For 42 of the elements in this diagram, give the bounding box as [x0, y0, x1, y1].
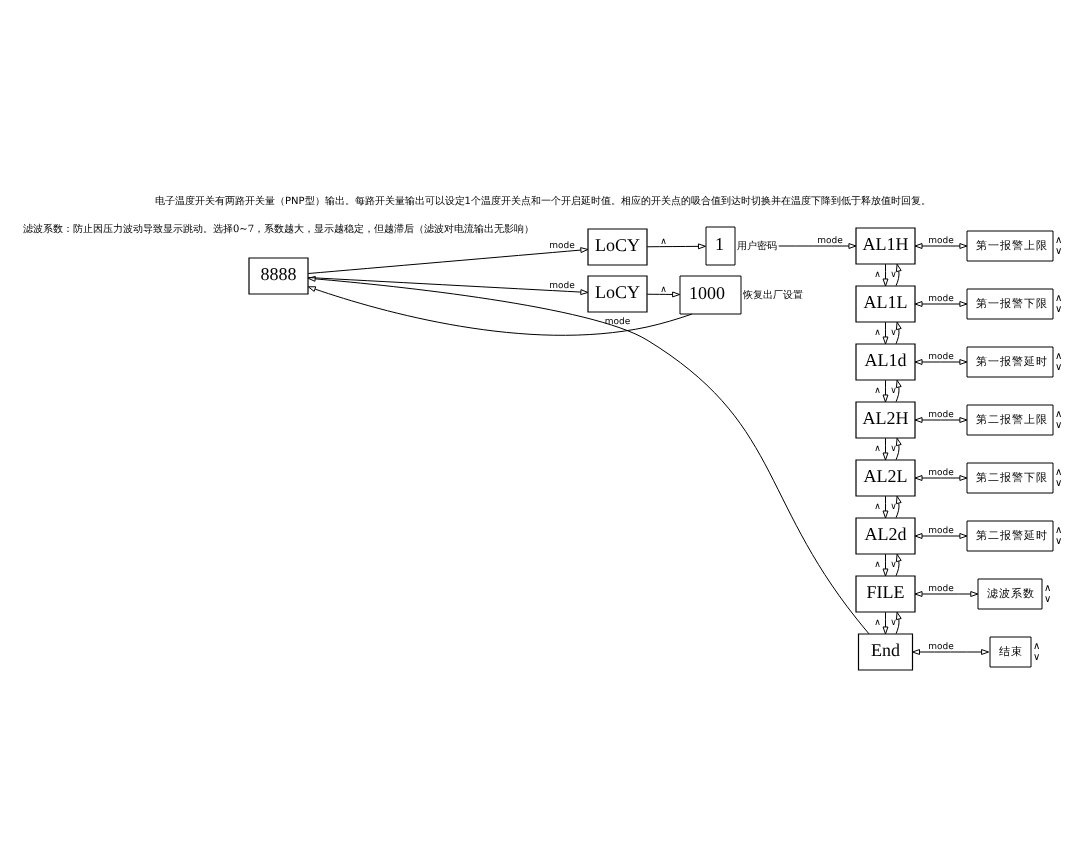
arrow: [882, 379, 889, 403]
arrow: [778, 243, 857, 249]
arrow: [914, 417, 968, 423]
node-box: AL1L: [855, 285, 916, 323]
arrow: [895, 379, 902, 403]
arrow: [914, 533, 968, 539]
arrow: [895, 611, 902, 635]
arrow: [307, 247, 589, 275]
arrow: [912, 649, 990, 655]
node-box: AL2H: [855, 401, 916, 439]
arrow: [895, 437, 902, 461]
node-box: FILE: [855, 575, 916, 613]
arrow: [895, 263, 902, 287]
node-box: AL1d: [855, 343, 916, 381]
node-box: LoCY: [587, 275, 648, 313]
arrow: [882, 321, 889, 345]
node-box: AL1H: [855, 227, 916, 265]
arrow: [914, 591, 979, 597]
node-box: 1000: [679, 275, 742, 315]
node-box: AL2d: [855, 517, 916, 555]
node-box: AL2L: [855, 459, 916, 497]
arrow: [914, 301, 968, 307]
arrow: [895, 321, 902, 345]
arrow: [914, 359, 968, 365]
arrow: [882, 263, 889, 287]
arrow: [646, 291, 681, 298]
node-box: 8888: [248, 257, 309, 295]
arrow: [895, 495, 902, 519]
arrow: [895, 553, 902, 577]
arrow: [646, 243, 706, 250]
node-box: End: [857, 633, 914, 671]
arrow: [914, 475, 968, 481]
arrow: [307, 277, 589, 296]
arrow: [882, 553, 889, 577]
node-box: 1: [705, 226, 736, 266]
arrow: [882, 437, 889, 461]
arrow: [882, 495, 889, 519]
arrow: [307, 275, 870, 635]
arrow: [914, 243, 968, 249]
arrow: [882, 611, 889, 635]
node-box: LoCY: [587, 228, 648, 266]
arrow: [307, 286, 693, 336]
